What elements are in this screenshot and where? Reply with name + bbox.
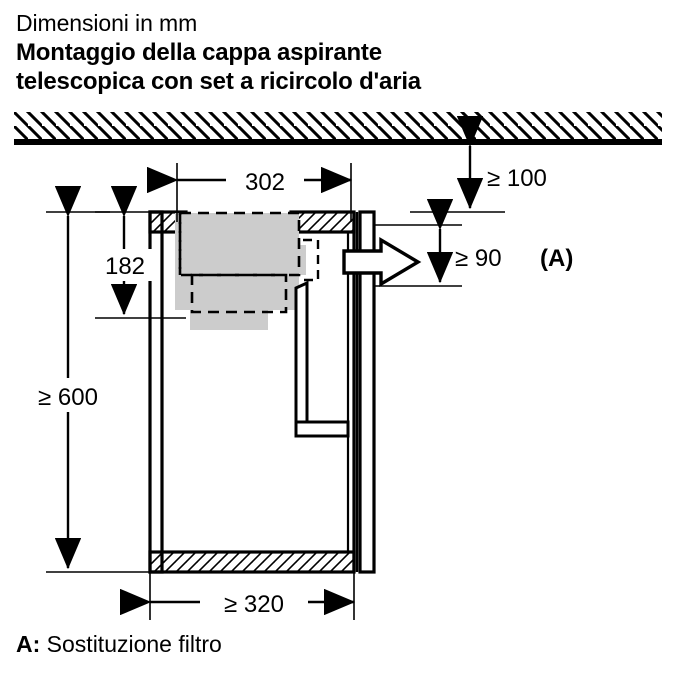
detail-a-annotation: (A) (540, 245, 573, 272)
dimension-320: ≥ 320 (120, 566, 356, 620)
duct-outer (358, 210, 376, 574)
caption-text: Sostituzione filtro (46, 631, 222, 657)
caption-marker: A: (16, 631, 41, 657)
page-title-line1: Montaggio della cappa aspirante (16, 39, 382, 66)
header-block: Dimensioni in mm Montaggio della cappa a… (16, 8, 656, 96)
dim302-label-bg (226, 164, 304, 196)
page-title-line2: telescopica con set a ricircolo d'aria (16, 68, 421, 95)
dim600-label-bg (12, 378, 124, 412)
cabinet-bottom-board (148, 550, 356, 574)
page-title: Montaggio della cappa aspirante telescop… (16, 38, 656, 96)
hood-duct-stub (303, 238, 320, 282)
airflow-arrow-shape (342, 237, 422, 287)
dim320-label: ≥ 320 (224, 591, 284, 618)
dim182-label: 182 (105, 253, 145, 280)
hood-outline-upper (178, 211, 301, 277)
dimension-ceiling-gap: ≥ 100 (410, 116, 547, 213)
dim320-label-bg (200, 586, 308, 618)
ceiling-hatch (14, 112, 662, 142)
dim100-label: ≥ 100 (487, 165, 547, 192)
ceiling (0, 100, 675, 152)
panel-bottom-lip (294, 420, 350, 438)
panel-vertical (294, 280, 309, 424)
telescopic-hood (175, 211, 320, 330)
dimension-302: 302 (147, 163, 353, 222)
airflow-arrow (342, 237, 422, 287)
dim182-label-bg (92, 249, 158, 281)
dimension-duct-gap: ≥ 90 (A) (374, 199, 573, 287)
dim302-label: 302 (245, 169, 285, 196)
recirculation-panel (294, 280, 350, 438)
dim90-label: ≥ 90 (455, 245, 502, 272)
cabinet-top-board-right (289, 210, 356, 234)
dimension-600: ≥ 600 (12, 186, 150, 573)
vertical-duct (355, 210, 376, 574)
dimension-182: 182 (92, 186, 186, 319)
hood-fill (175, 213, 306, 330)
dim600-label: ≥ 600 (38, 384, 98, 411)
hood-outline-lower (190, 273, 288, 314)
units-subtitle: Dimensioni in mm (16, 10, 198, 36)
figure-caption: A: Sostituzione filtro (16, 630, 222, 658)
